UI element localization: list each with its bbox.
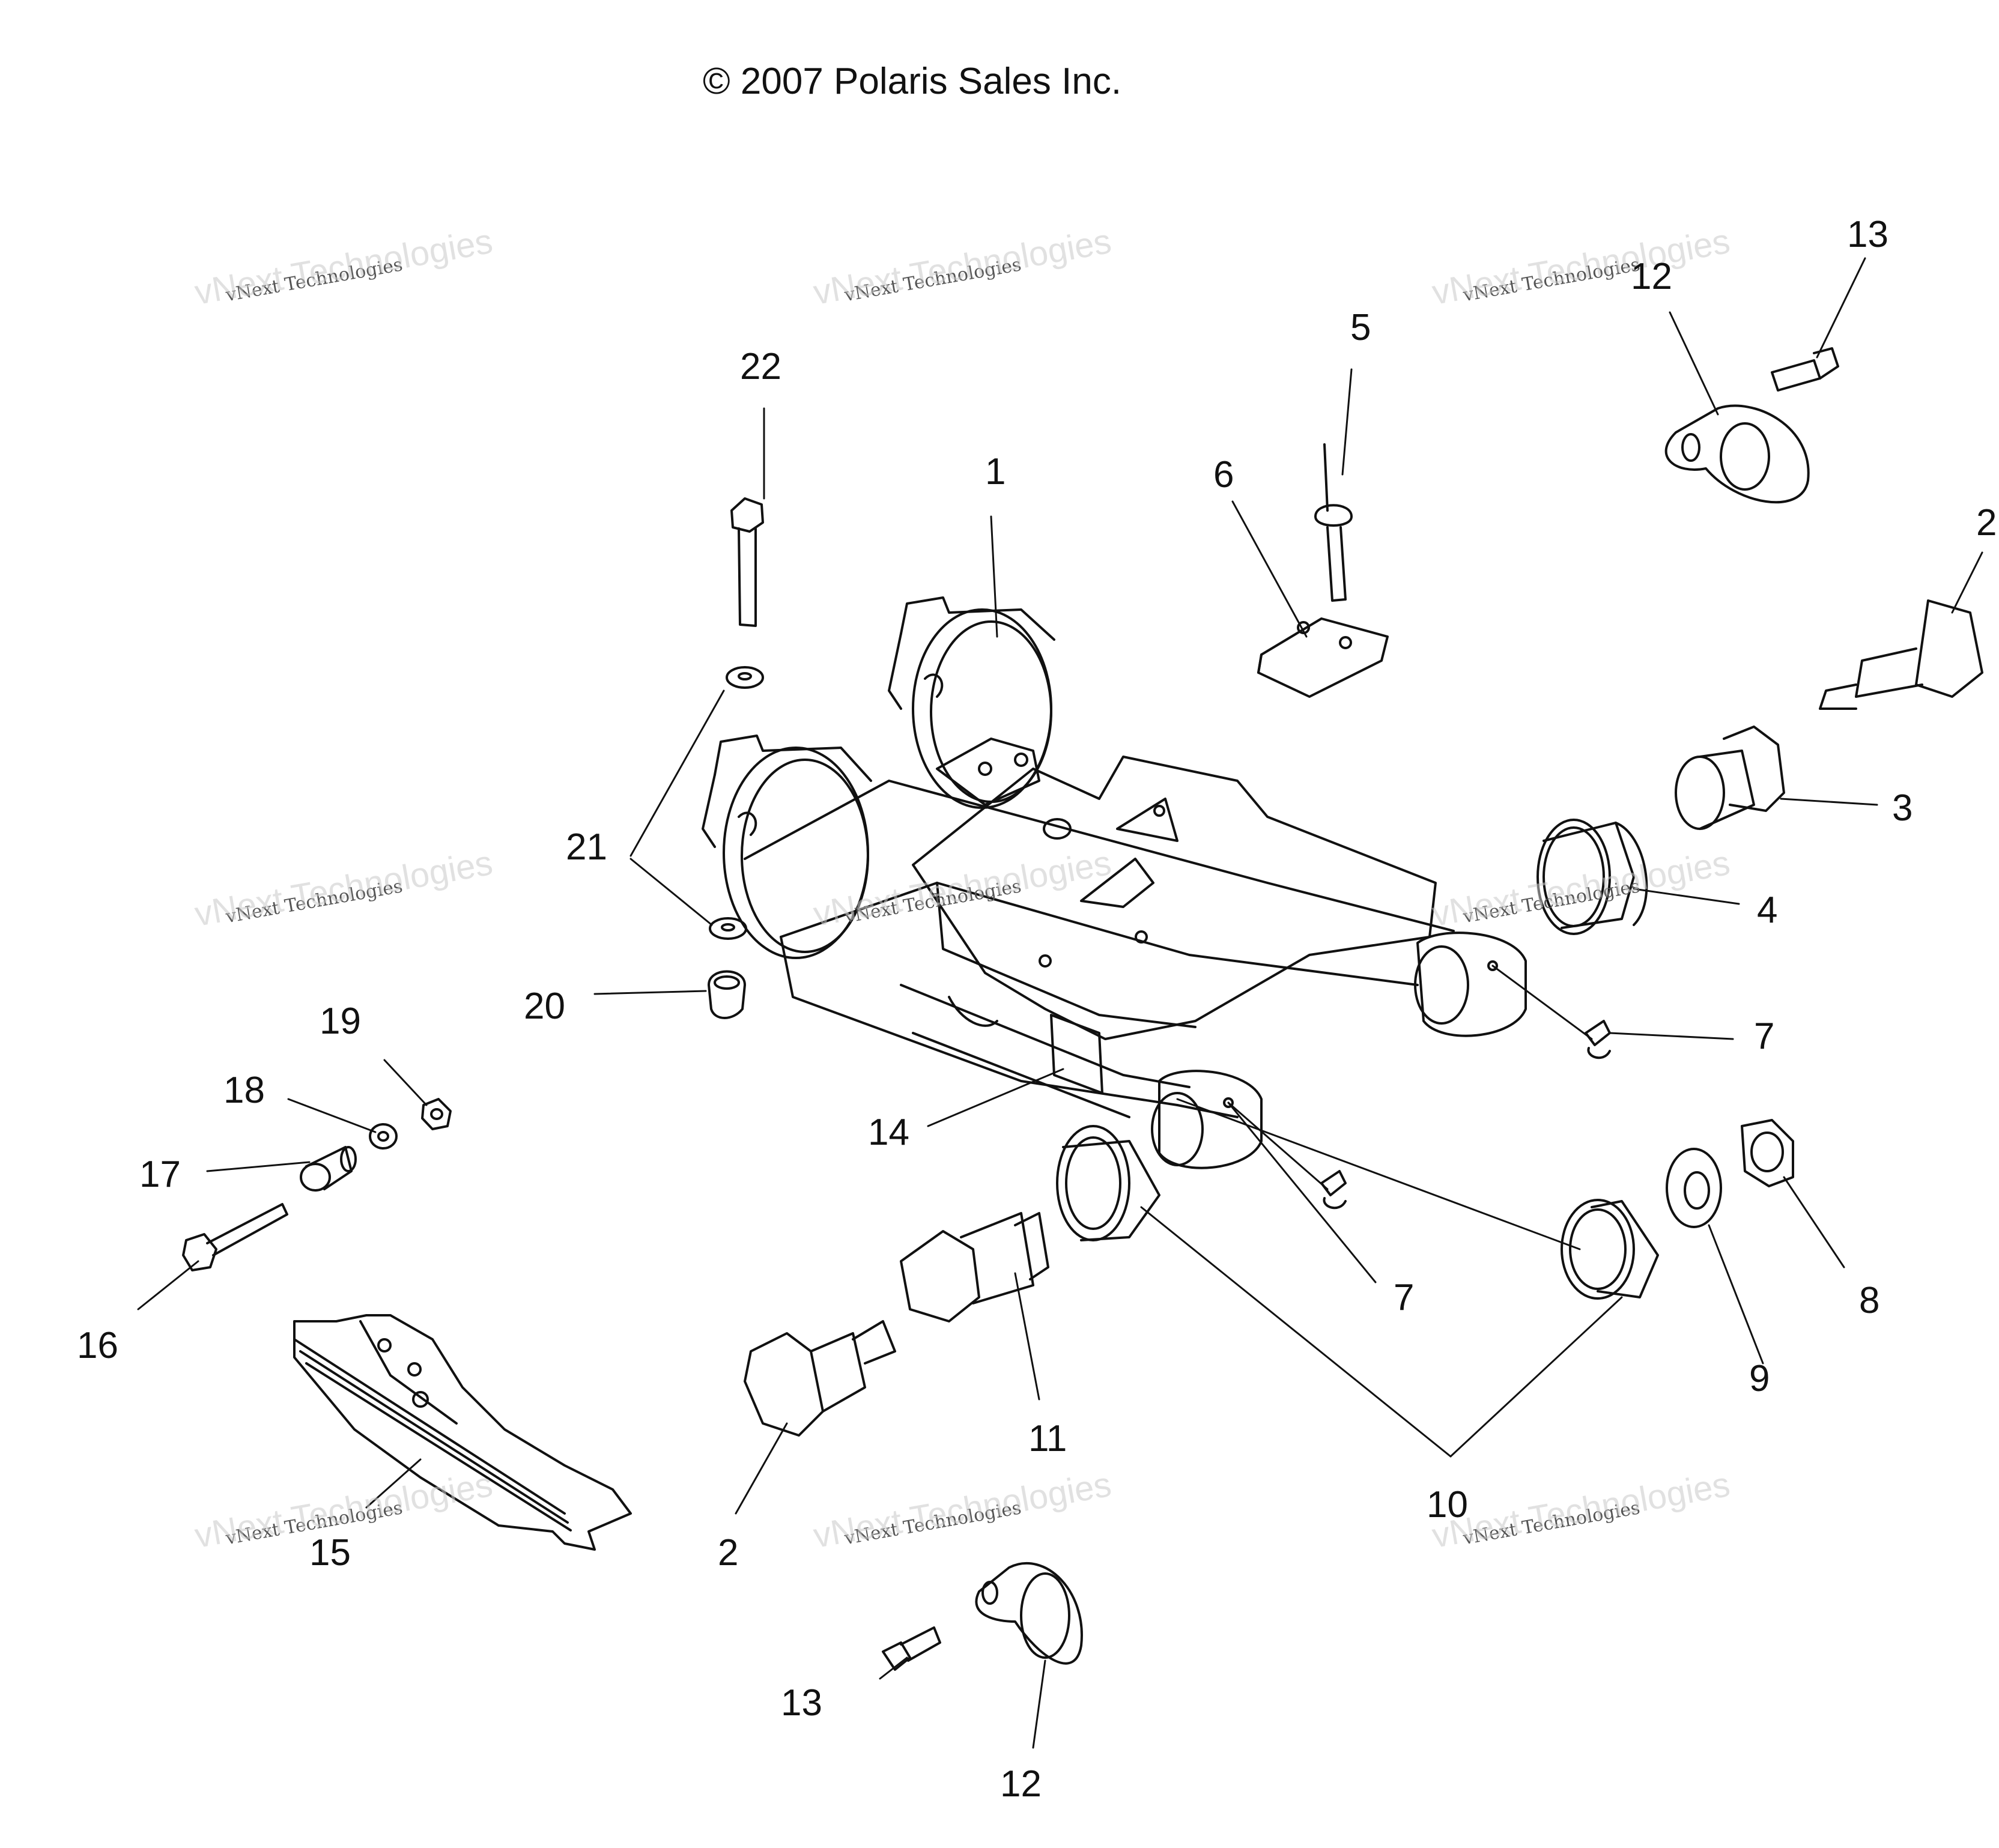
part-22-bolt — [730, 497, 764, 627]
leader-lines — [137, 257, 1983, 1749]
part-4-bushing — [1536, 819, 1648, 935]
part-18-washer — [369, 1123, 398, 1150]
callout-6: 6 — [1213, 454, 1234, 495]
part-1-frame — [702, 596, 1527, 1169]
callout-3: 3 — [1892, 787, 1913, 829]
callout-7-right: 7 — [1754, 1016, 1775, 1057]
callout-12-bottom: 12 — [1000, 1763, 1042, 1805]
part-16-bolt — [182, 1203, 288, 1271]
part-10-bushing-right — [1561, 1199, 1659, 1300]
callout-19: 19 — [320, 1001, 361, 1042]
callout-11: 11 — [1028, 1418, 1067, 1459]
callout-22: 22 — [740, 346, 781, 387]
callout-13-top: 13 — [1847, 214, 1888, 255]
callout-20: 20 — [524, 986, 565, 1027]
part-15-slide-rail — [293, 1314, 632, 1551]
part-7-fitting-right — [1585, 1020, 1611, 1059]
part-21-washers — [709, 666, 764, 940]
part-6-pad — [1257, 617, 1389, 698]
part-12-lock-plate-bottom — [975, 1562, 1083, 1665]
callout-2-bottom: 2 — [718, 1532, 739, 1574]
callout-2-top: 2 — [1976, 502, 1997, 544]
part-11-shaft — [900, 1212, 1049, 1322]
callout-12-top: 12 — [1631, 256, 1672, 297]
callout-18: 18 — [223, 1070, 265, 1111]
part-8-nut — [1741, 1119, 1794, 1187]
callout-16: 16 — [77, 1325, 118, 1366]
part-19-nut — [421, 1098, 452, 1130]
callout-21: 21 — [566, 826, 607, 868]
part-20-grommet — [708, 970, 746, 1019]
part-10-bushing-left — [1056, 1125, 1160, 1241]
part-13-bolt-bottom — [882, 1626, 941, 1671]
callout-8: 8 — [1859, 1280, 1880, 1321]
part-7-fitting-lower — [1320, 1170, 1347, 1210]
callout-9: 9 — [1749, 1358, 1770, 1399]
part-17-spacer — [300, 1146, 357, 1192]
part-2-shaft-bottom — [744, 1320, 896, 1437]
part-3-bushing — [1675, 726, 1785, 830]
callout-1: 1 — [985, 451, 1006, 492]
callout-5: 5 — [1350, 307, 1371, 348]
callout-14: 14 — [868, 1112, 909, 1153]
copyright-notice: © 2007 Polaris Sales Inc. — [703, 61, 1122, 102]
callout-7-lower: 7 — [1394, 1277, 1415, 1318]
part-12-lock-plate-top — [1664, 404, 1810, 504]
part-13-bolt-top — [1771, 347, 1839, 392]
part-5-rivet — [1314, 443, 1353, 602]
callout-10: 10 — [1427, 1484, 1468, 1525]
callout-4: 4 — [1757, 889, 1778, 931]
part-2-shaft-top — [1819, 599, 1983, 710]
part-9-washer — [1666, 1148, 1722, 1228]
callout-15: 15 — [309, 1532, 351, 1574]
callout-17: 17 — [139, 1154, 181, 1195]
callout-13-bottom: 13 — [781, 1682, 822, 1724]
